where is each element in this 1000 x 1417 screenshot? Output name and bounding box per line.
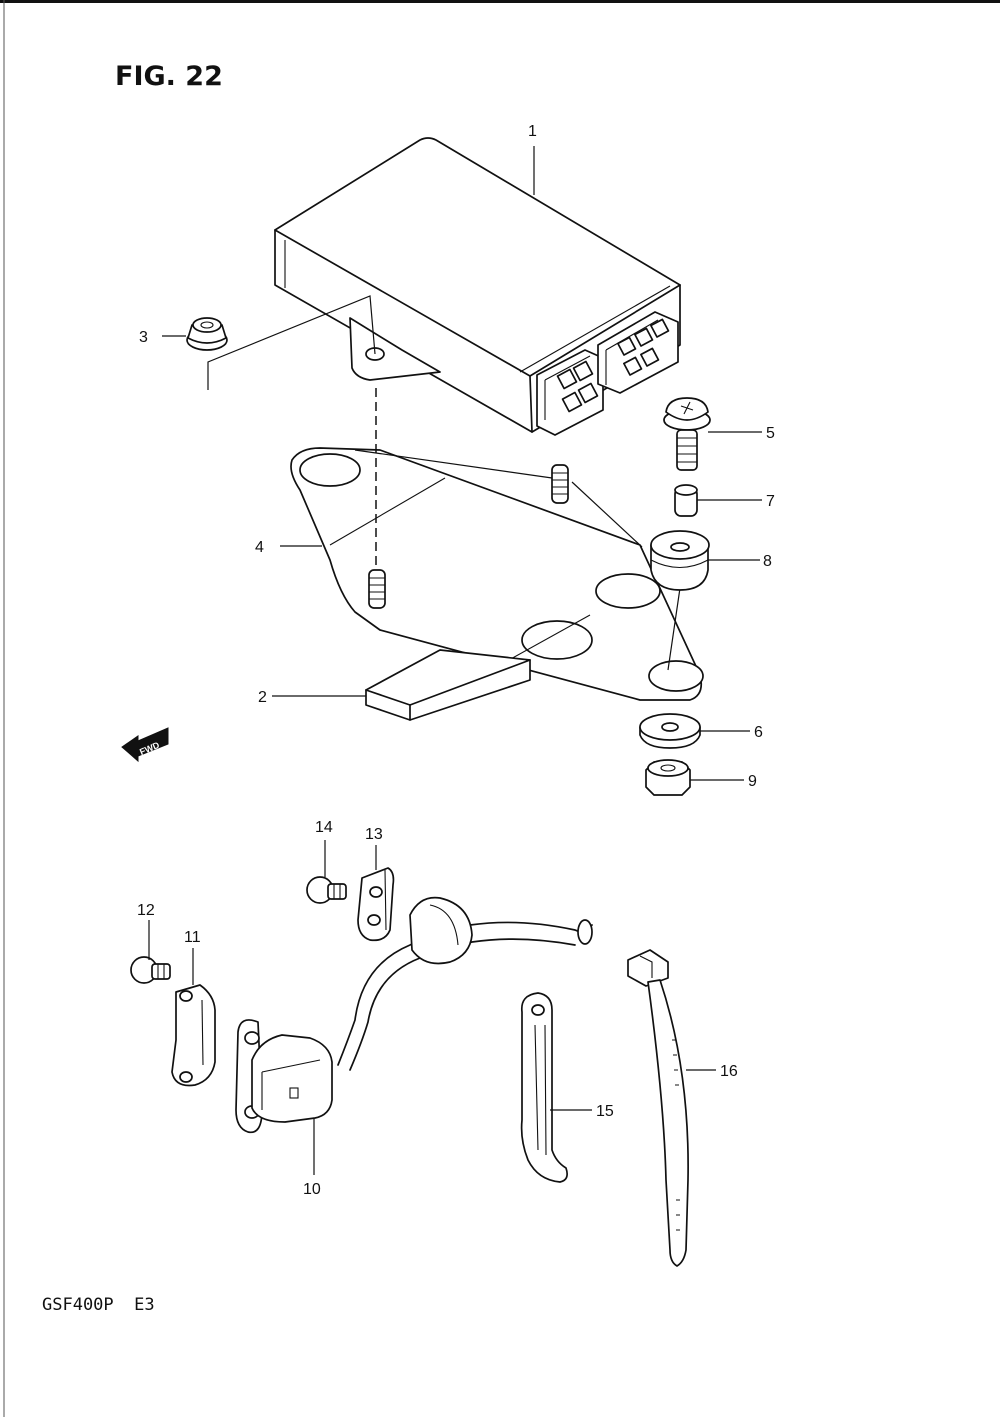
pan-screw — [663, 397, 711, 471]
callout-5: 5 — [766, 425, 775, 442]
callout-leaders — [148, 146, 762, 1175]
callout-3: 3 — [139, 329, 148, 346]
callout-2: 2 — [258, 689, 267, 706]
flange-nut — [186, 317, 228, 351]
figure-title: FIG. 22 — [115, 61, 223, 92]
model-code: GSF400P E3 — [42, 1295, 155, 1315]
cable-tie — [627, 949, 689, 1267]
small-screw-upper — [306, 876, 347, 904]
wire-strap — [520, 992, 568, 1183]
callout-12: 12 — [137, 902, 155, 919]
clamp-lower — [171, 984, 216, 1087]
callout-1: 1 — [528, 123, 537, 140]
small-screw-lower — [130, 956, 171, 984]
hex-nut — [645, 759, 691, 796]
stud-left — [368, 569, 386, 609]
callout-10: 10 — [303, 1181, 321, 1198]
callout-14: 14 — [315, 819, 333, 836]
clamp-upper — [357, 867, 395, 942]
rubber-grommet — [650, 530, 710, 591]
mounting-bracket — [290, 388, 704, 701]
callout-8: 8 — [763, 553, 772, 570]
spacer-collar — [674, 484, 698, 517]
callout-16: 16 — [720, 1063, 738, 1080]
callout-11: 11 — [184, 929, 201, 946]
callout-6: 6 — [754, 724, 763, 741]
callout-9: 9 — [748, 773, 757, 790]
control-unit — [207, 137, 681, 436]
washer — [639, 713, 701, 749]
cushion-pad — [365, 649, 531, 721]
callout-4: 4 — [255, 539, 264, 556]
callout-7: 7 — [766, 493, 775, 510]
forward-arrow-icon: FWD — [121, 727, 169, 763]
callout-15: 15 — [596, 1103, 614, 1120]
stud-right — [551, 464, 569, 504]
sensor-harness — [235, 896, 593, 1134]
callout-13: 13 — [365, 826, 383, 843]
